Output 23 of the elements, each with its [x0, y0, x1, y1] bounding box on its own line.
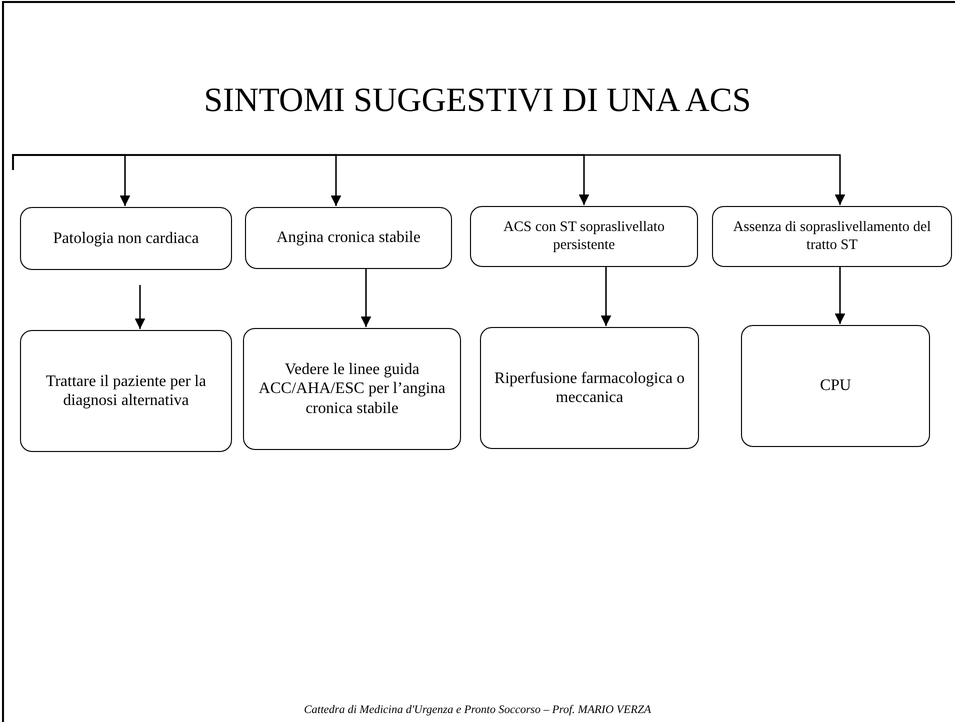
- process-box: [741, 325, 930, 447]
- box-text: CPU: [818, 376, 852, 396]
- process-box: [480, 327, 699, 449]
- process-box: [20, 330, 232, 452]
- footer-note: Cattedra di Medicina d'Urgenza e Pronto Soccorso – Prof. MARIO VERZA: [304, 704, 652, 716]
- process-box: [245, 207, 452, 269]
- process-box: [20, 207, 232, 270]
- box-text: Patologia non cardiaca: [52, 228, 200, 248]
- arrow: [834, 267, 846, 324]
- process-box: [712, 206, 952, 267]
- arrow: [134, 285, 146, 329]
- process-box: [243, 328, 461, 450]
- box-text: Assenza di sopraslivellamento del tratto ST: [732, 219, 932, 254]
- arrow: [600, 267, 612, 326]
- box-text: Angina cronica stabile: [276, 228, 422, 248]
- arrow: [12, 154, 846, 205]
- box-text: Vedere le linee guida ACC/AHA/ESC per l’angina cronica stabile: [258, 360, 446, 418]
- box-text: ACS con ST sopraslivellato persistente: [502, 219, 666, 254]
- process-box: [470, 206, 698, 267]
- title: SINTOMI SUGGESTIVI DI UNA ACS: [202, 82, 752, 120]
- box-text: Trattare il paziente per la diagnosi alternativa: [44, 372, 208, 410]
- box-text: Riperfusione farmacologica o meccanica: [493, 368, 686, 408]
- arrow: [360, 269, 372, 327]
